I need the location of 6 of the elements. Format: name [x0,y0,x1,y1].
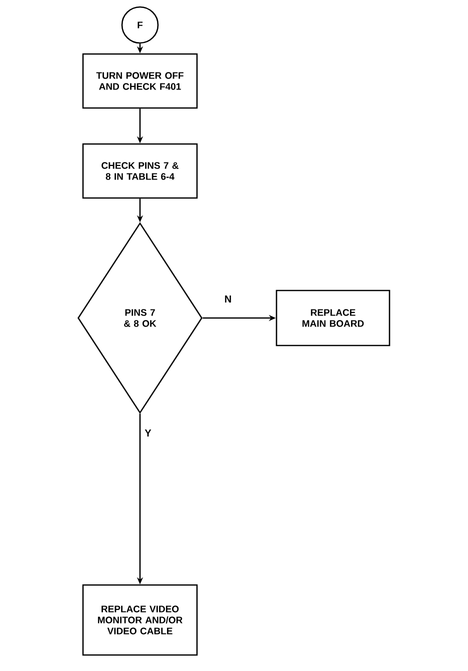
edge-label: N [225,296,231,302]
process-box: REPLACE VIDEO MONITOR AND/OR VIDEO CABLE [82,584,198,656]
process-box: CHECK PINS 7 & 8 IN TABLE 6-4 [82,143,198,199]
edge-label: Y [144,430,152,436]
process-box: REPLACE MAIN BOARD [276,290,390,346]
process-box: TURN POWER OFF AND CHECK F401 [82,53,198,109]
